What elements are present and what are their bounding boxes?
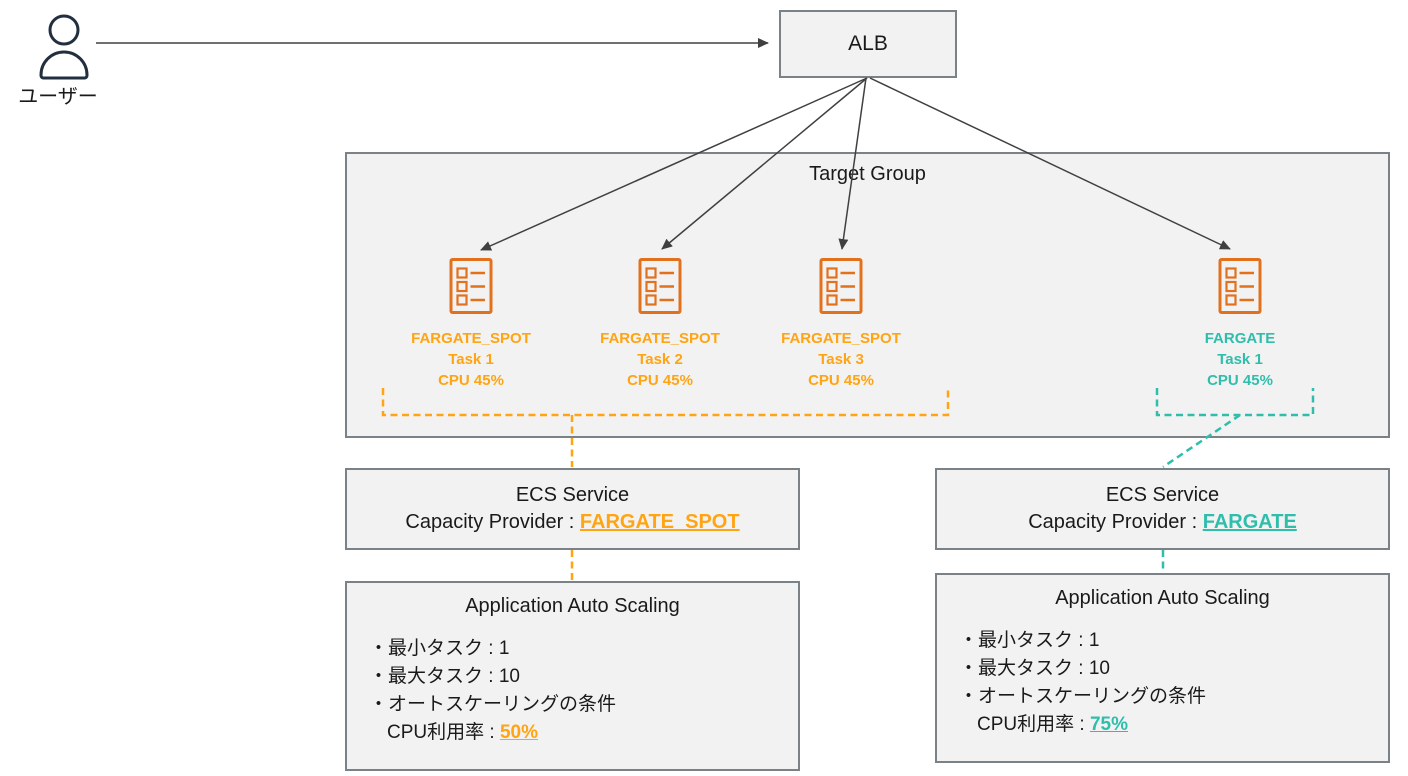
target-group-box: Target Group	[345, 152, 1390, 438]
auto-scaling-fargate-box: Application Auto Scaling ・最小タスク : 1 ・最大タ…	[935, 573, 1390, 763]
auto-scaling-settings: ・最小タスク : 1 ・最大タスク : 10 ・オートスケーリングの条件 CPU…	[369, 635, 798, 747]
auto-scaling-fargate-spot-box: Application Auto Scaling ・最小タスク : 1 ・最大タ…	[345, 581, 800, 771]
ecs-service-title: ECS Service	[515, 484, 630, 506]
capacity-provider-line: Capacity Provider : FARGATE	[1028, 509, 1297, 536]
condition-item: ・オートスケーリングの条件	[959, 686, 1207, 707]
min-tasks-item: ・最小タスク : 1	[959, 630, 1100, 651]
user-label: ユーザー	[18, 86, 98, 108]
task-provider: FARGATE_SPOT	[411, 330, 531, 347]
max-tasks-item: ・最大タスク : 10	[959, 658, 1110, 679]
capacity-provider-line: Capacity Provider : FARGATE_SPOT	[405, 509, 739, 536]
capacity-provider-value: FARGATE_SPOT	[579, 511, 740, 533]
ecs-service-fargate-spot-box: ECS Service Capacity Provider : FARGATE_…	[345, 468, 800, 550]
auto-scaling-settings: ・最小タスク : 1 ・最大タスク : 10 ・オートスケーリングの条件 CPU…	[959, 627, 1388, 739]
task-cpu: CPU 45%	[808, 372, 874, 389]
min-tasks-item: ・最小タスク : 1	[369, 638, 510, 659]
task-name: Task 3	[818, 351, 864, 368]
task-cpu: CPU 45%	[438, 372, 504, 389]
task-name: Task 1	[1217, 351, 1263, 368]
task-name: Task 1	[448, 351, 494, 368]
max-tasks-item: ・最大タスク : 10	[369, 666, 520, 687]
target-group-title: Target Group	[809, 163, 926, 185]
task-label-fargate-1: FARGATE Task 1 CPU 45%	[1154, 328, 1326, 391]
alb-label: ALB	[848, 32, 888, 55]
auto-scaling-title: Application Auto Scaling	[1055, 587, 1270, 609]
cpu-threshold-label: CPU利用率 :	[977, 714, 1090, 735]
cpu-threshold-value: 50%	[499, 722, 538, 743]
cpu-threshold-line: CPU利用率 : 50%	[387, 719, 798, 747]
task-cpu: CPU 45%	[1207, 372, 1273, 389]
task-provider: FARGATE_SPOT	[600, 330, 720, 347]
alb-box: ALB	[779, 10, 957, 78]
ecs-service-fargate-box: ECS Service Capacity Provider : FARGATE	[935, 468, 1390, 550]
task-label-fargate-spot-2: FARGATE_SPOT Task 2 CPU 45%	[574, 328, 746, 391]
task-provider: FARGATE	[1204, 330, 1276, 347]
cpu-threshold-line: CPU利用率 : 75%	[977, 711, 1388, 739]
task-name: Task 2	[637, 351, 683, 368]
task-label-fargate-spot-3: FARGATE_SPOT Task 3 CPU 45%	[755, 328, 927, 391]
ecs-service-title: ECS Service	[1105, 484, 1220, 506]
auto-scaling-title: Application Auto Scaling	[465, 595, 680, 617]
capacity-provider-label: Capacity Provider :	[1028, 511, 1203, 533]
condition-item: ・オートスケーリングの条件	[369, 694, 617, 715]
cpu-threshold-label: CPU利用率 :	[387, 722, 500, 743]
task-label-fargate-spot-1: FARGATE_SPOT Task 1 CPU 45%	[385, 328, 557, 391]
user-icon	[39, 14, 89, 80]
task-cpu: CPU 45%	[627, 372, 693, 389]
capacity-provider-label: Capacity Provider :	[405, 511, 580, 533]
cpu-threshold-value: 75%	[1089, 714, 1128, 735]
capacity-provider-value: FARGATE	[1202, 511, 1297, 533]
task-provider: FARGATE_SPOT	[781, 330, 901, 347]
